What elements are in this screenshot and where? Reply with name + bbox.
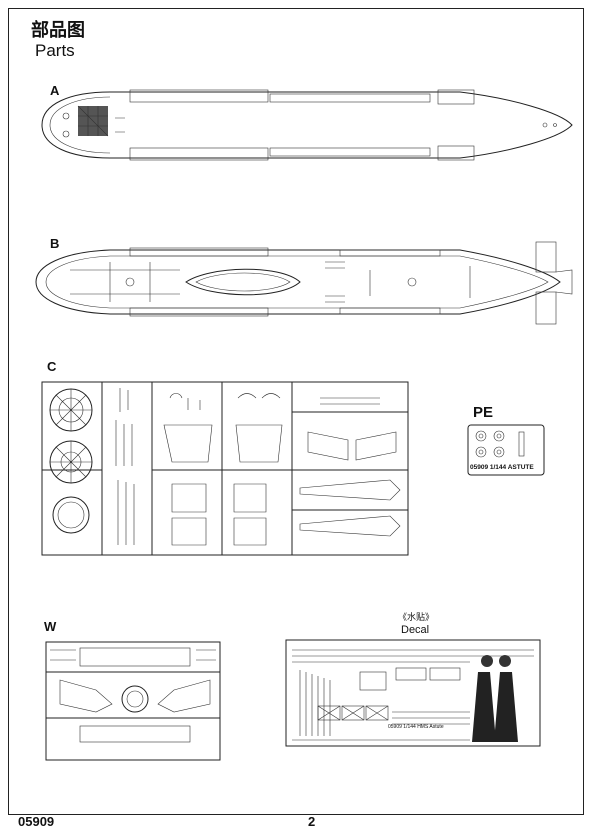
decal-sheet-code: 05909 1/144 HMS Astute bbox=[388, 724, 444, 730]
decal-title: Decal bbox=[401, 624, 430, 636]
section-c-label: C bbox=[47, 359, 57, 374]
parts-title: Parts bbox=[35, 41, 75, 60]
section-pe-label: PE bbox=[473, 404, 494, 421]
page-frame bbox=[8, 8, 584, 815]
parts-title-chinese: 部品图 bbox=[31, 20, 85, 41]
page-number: 2 bbox=[308, 814, 316, 829]
section-w-label: W bbox=[44, 619, 57, 634]
photo-etch-code: 05909 1/144 ASTUTE bbox=[470, 464, 534, 471]
decal-title-chinese: 《水贴》 bbox=[398, 613, 435, 623]
section-a-label: A bbox=[50, 83, 60, 98]
section-b-label: B bbox=[50, 236, 60, 251]
product-code: 05909 bbox=[18, 814, 55, 829]
photo-etch-fret bbox=[467, 424, 545, 476]
